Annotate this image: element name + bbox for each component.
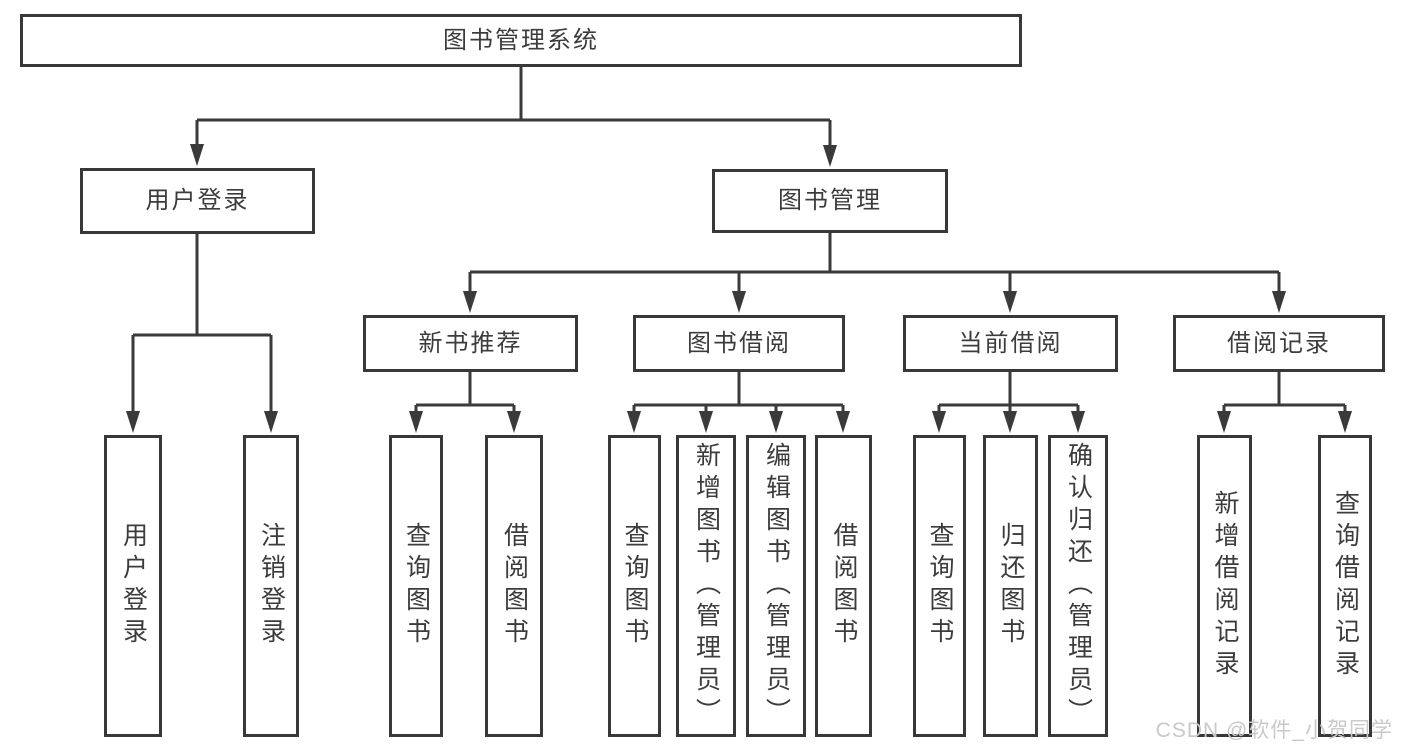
leaf-add-books-admin: 新增图书（管理员）	[676, 435, 736, 737]
leaf-return-books: 归还图书	[983, 435, 1038, 737]
leaf-borrow-books: 借阅图书	[815, 435, 872, 737]
leaf-add-borrow-record: 新增借阅记录	[1197, 435, 1252, 737]
node-book-borrowing: 图书借阅	[633, 315, 845, 372]
csdn-watermark: CSDN @软件_小贺同学	[1155, 719, 1393, 742]
leaf-query-borrow-record: 查询借阅记录	[1318, 435, 1372, 737]
node-new-book-recommendation: 新书推荐	[363, 315, 578, 372]
leaf-borrow-books-recommend: 借阅图书	[485, 435, 543, 737]
leaf-query-books-borrowing: 查询图书	[608, 435, 661, 737]
leaf-edit-books-admin: 编辑图书（管理员）	[746, 435, 806, 737]
node-user-login: 用户登录	[80, 168, 315, 234]
leaf-query-books-current: 查询图书	[913, 435, 966, 737]
node-current-borrowing: 当前借阅	[903, 315, 1118, 372]
leaf-logout: 注销登录	[243, 435, 299, 737]
leaf-confirm-return-admin: 确认归还（管理员）	[1048, 435, 1108, 737]
node-borrowing-records: 借阅记录	[1173, 315, 1385, 372]
leaf-query-books-recommend: 查询图书	[389, 435, 443, 737]
node-book-management: 图书管理	[712, 169, 948, 233]
node-library-management-system: 图书管理系统	[20, 14, 1022, 67]
leaf-user-login: 用户登录	[104, 435, 162, 737]
